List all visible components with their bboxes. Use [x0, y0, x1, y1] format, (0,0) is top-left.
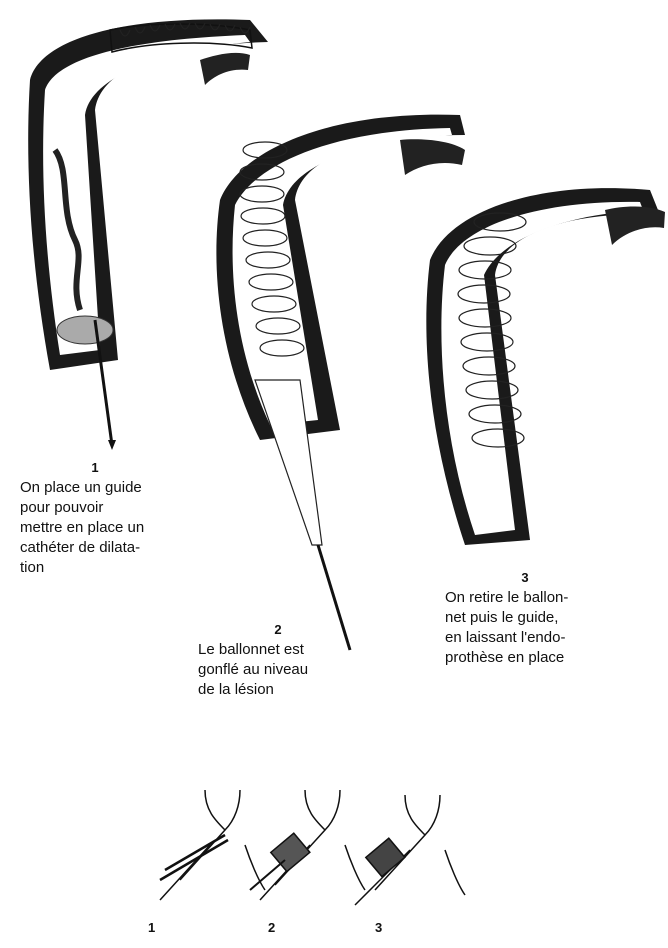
- bottom-label-1: 1: [148, 920, 155, 935]
- step-1-number: 1: [20, 458, 170, 478]
- step-1-line: cathéter de dilata-: [20, 538, 180, 558]
- step-1-line: tion: [20, 558, 180, 578]
- small-diagram-3: [355, 795, 465, 905]
- step-1-caption: 1 On place un guide pour pouvoir mettre …: [20, 458, 180, 578]
- bottom-label-3: 3: [375, 920, 382, 935]
- step-3-line: net puis le guide,: [445, 608, 615, 628]
- step-2-line: gonflé au niveau: [198, 660, 358, 680]
- step-3-number: 3: [445, 568, 605, 588]
- step-2-caption: 2 Le ballonnet est gonflé au niveau de l…: [198, 620, 358, 700]
- step-1-line: mettre en place un: [20, 518, 180, 538]
- step-3-line: On retire le ballon-: [445, 588, 615, 608]
- step-2-line: de la lésion: [198, 680, 358, 700]
- vessel-step-3: [426, 188, 665, 545]
- step-2-number: 2: [198, 620, 358, 640]
- step-3-line: en laissant l'endo-: [445, 628, 615, 648]
- step-3-line: prothèse en place: [445, 648, 615, 668]
- step-1-line: On place un guide: [20, 478, 180, 498]
- small-diagram-2: [250, 790, 365, 900]
- step-1-line: pour pouvoir: [20, 498, 180, 518]
- vessel-step-2: [216, 115, 465, 650]
- bottom-label-2: 2: [268, 920, 275, 935]
- small-diagram-1: [160, 790, 265, 900]
- step-2-line: Le ballonnet est: [198, 640, 358, 660]
- step-3-caption: 3 On retire le ballon- net puis le guide…: [445, 568, 615, 668]
